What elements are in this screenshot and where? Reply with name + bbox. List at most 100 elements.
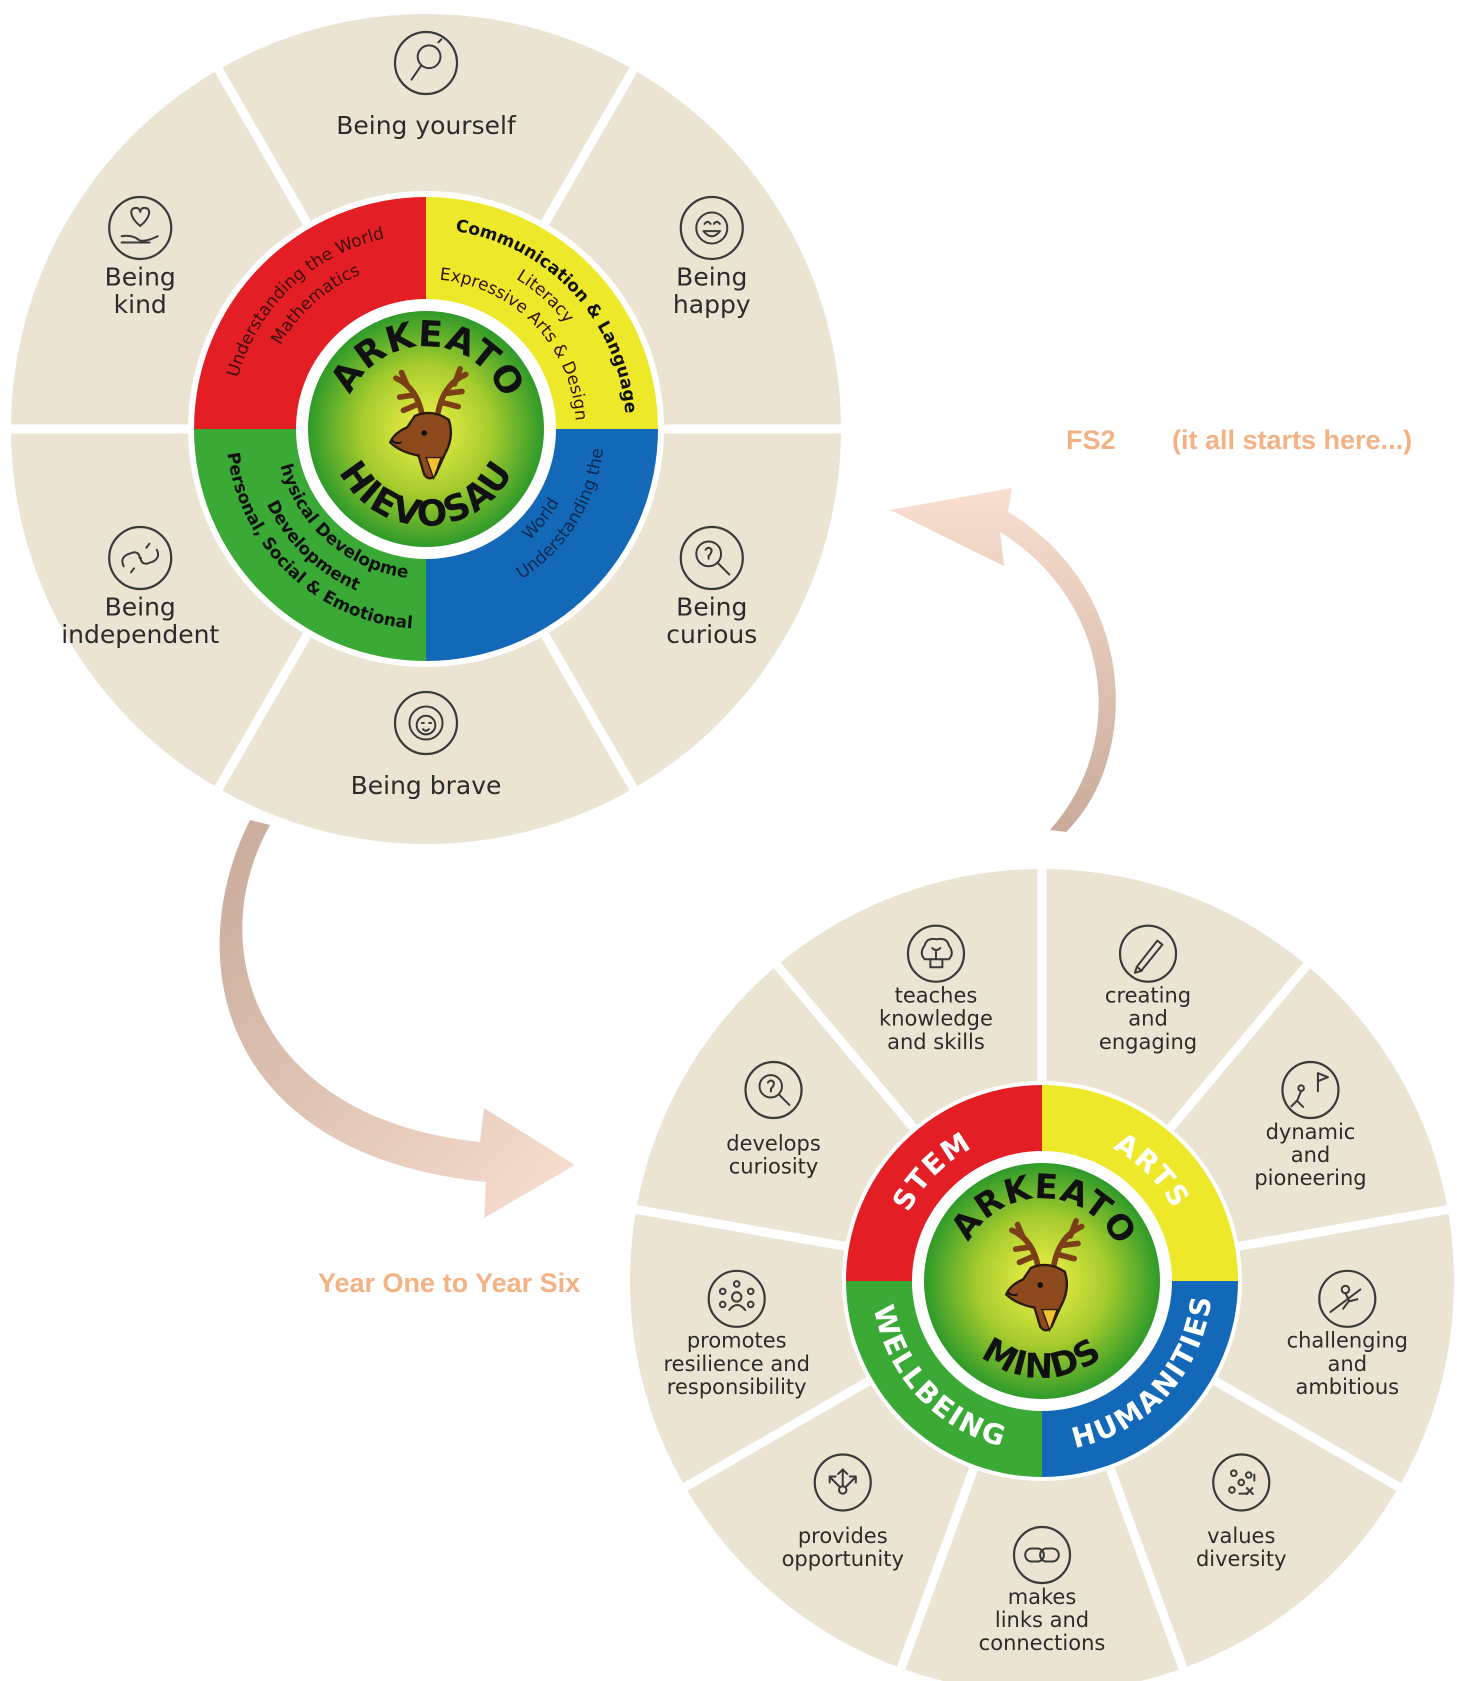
brain-icon [906,924,966,983]
shapes-icon-dot [1244,1471,1253,1479]
top-wheel-segment-label-line: independent [61,620,219,649]
bottom-wheel-segment-label-line: ambitious [1295,1375,1399,1399]
link-icon-stroke [1039,1547,1060,1563]
top-wheel-segment-label-line: Being [676,592,747,621]
fs2-note: (it all starts here...) [1172,425,1413,455]
bottom-wheel-divider [1104,1463,1189,1674]
magnifier-icon-dot [758,1074,783,1099]
stag-head-logo [1004,1217,1085,1333]
flag-climber-icon-stroke [1290,1089,1305,1108]
bottom-wheel-segment-label-line: and skills [887,1030,985,1054]
heart-hand-icon-stroke [130,206,151,227]
brain-icon-stroke [929,958,944,969]
network-icon-dot [731,1291,743,1303]
arrow-to-top-wheel [890,488,1116,832]
smiley-icon-stroke [703,220,721,225]
link-icon-ring [1012,1525,1072,1585]
lion-icon [393,690,459,756]
bottom-wheel-segment-label-line: curiosity [729,1155,819,1179]
magnifier-icon-ring [679,525,744,591]
shapes-icon-dot [1228,1486,1236,1494]
top-wheel: Being yourselfBeinghappyBeingcuriousBein… [0,0,845,844]
chain-icon-stroke [121,551,141,568]
climber-icon-stroke [1342,1292,1359,1310]
shapes-icon [1212,1453,1271,1512]
bottom-wheel-segment-label-line: creating [1105,984,1191,1008]
bottom-wheel-segment-label-line: and [1291,1143,1331,1167]
stag-eye [1037,1282,1044,1288]
chain-icon [108,525,173,591]
network-icon-dot [732,1280,741,1288]
magnifier-icon-stroke [766,1079,775,1093]
pencil-icon-ring [1118,924,1178,983]
pencil-icon-stroke [1135,939,1164,972]
shapes-icon-ring [1212,1453,1271,1512]
network-icon-ring [707,1269,766,1328]
top-wheel-segment-label-line: Being yourself [336,111,517,140]
top-wheel-divider [539,63,640,229]
top-wheel-segment-label-line: curious [666,620,757,649]
antler-left [1009,1221,1042,1271]
bottom-wheel-segment-label-line: provides [798,1524,888,1548]
antler-right [434,365,469,419]
shapes-icon-dot [1229,1469,1238,1477]
top-wheel-segment: Being brave [351,690,502,800]
bottom-wheel-segment-label-line: diversity [1196,1547,1287,1571]
pencil-icon [1118,924,1178,983]
link-icon-stroke [1024,1547,1045,1563]
brain-icon-stroke [931,947,942,959]
network-icon-dot [746,1287,755,1296]
lion-icon-ring [393,690,459,756]
bottom-wheel-segment-label-line: links and [995,1608,1089,1632]
climber-icon-ring [1318,1269,1377,1328]
magnifier-icon [679,525,744,591]
bottom-wheel-segment-label-line: and [1328,1352,1368,1376]
bottom-wheel-segment-label-line: dynamic [1266,1120,1356,1144]
antler-left [393,369,426,419]
bottom-wheel-divider [1164,959,1313,1134]
chain-icon-stroke [139,548,160,565]
smiley-icon-dot [695,211,729,245]
magnifier-icon-ring [744,1060,803,1120]
bottom-wheel-segment-label-line: makes [1008,1585,1077,1609]
bottom-wheel-divider [895,1463,980,1674]
smiley-icon-ring [679,195,744,261]
heart-hand-icon [108,195,173,261]
bottom-wheel-divider [1234,1204,1453,1252]
bottom-wheel-segment-label-line: knowledge [879,1007,993,1031]
top-wheel-segment: Being yourself [336,30,517,140]
magnifier-icon-stroke [778,1093,791,1106]
top-wheel-segment-label-line: Being brave [351,771,502,800]
stag-bib [425,456,443,481]
flag-climber-icon-stroke [1316,1072,1329,1083]
top-wheel-segment-label-line: Being [676,262,747,291]
lion-icon-stroke [420,722,433,732]
chain-icon-ring [108,525,173,591]
magnifier-icon-stroke [716,562,731,576]
network-icon-dot [746,1300,755,1309]
top-wheel-segment-label-line: happy [673,290,751,319]
bottom-wheel-segment-label-line: promotes [687,1329,787,1353]
bottom-wheel-divider [1209,1375,1405,1493]
arrows-icon-stroke [837,1468,849,1488]
network-icon-dot [718,1300,727,1309]
top-wheel-divider [212,63,313,229]
stag-nose [1007,1291,1018,1297]
smiley-icon [679,195,744,261]
climber-icon-stroke [1329,1288,1362,1313]
mirror-icon-stroke [410,65,422,81]
arrow-to-bottom-wheel [219,820,575,1218]
network-icon-dot [718,1287,727,1296]
smiley-icon-stroke [702,230,722,238]
lion-icon-dot [408,705,444,741]
brain-icon-ring [906,924,966,983]
